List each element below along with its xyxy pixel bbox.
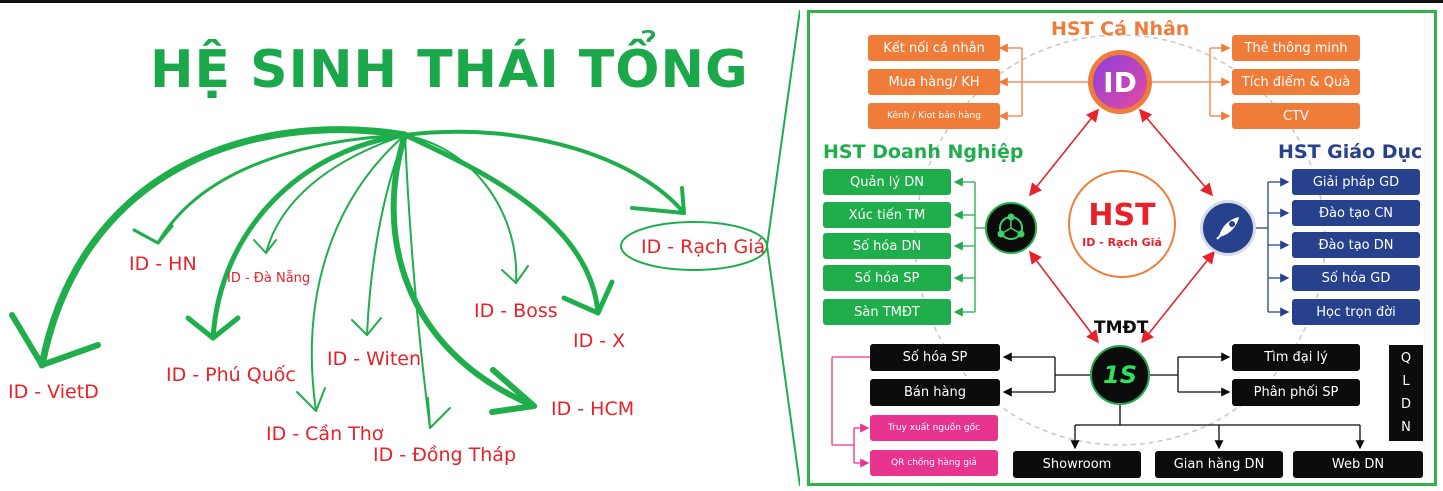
showroom-item: Showroom [1013,451,1141,478]
education-item: Đào tạo DN [1292,232,1420,258]
ecommerce-right-item: Tìm đại lý [1232,344,1360,371]
arrow-witen [366,134,406,336]
store-item: Gian hàng DN [1155,451,1283,478]
business-item: Sàn TMĐT [823,299,951,325]
city-label-dongthap: ID - Đồng Tháp [373,444,517,466]
qldn-letter: L [1402,374,1410,389]
qldn-vertical-label: Q L D N [1389,345,1423,441]
top-border [0,0,1443,3]
qldn-letter: N [1401,420,1411,435]
arrow-dongthap [404,134,431,429]
personal-left-item: Kênh / Kiot bán hàng [868,103,1000,129]
city-label-vietd: ID - VietD [8,381,99,403]
arrowhead-danang [253,239,277,254]
link-id-education [1138,108,1214,197]
center-subtitle: ID - Rạch Giá [1082,235,1162,249]
city-label-phuquoc: ID - Phú Quốc [166,364,296,386]
personal-left-item: Mua hàng/ KH [868,69,1000,95]
anti-counterfeit-item: QR chống hàng giả [870,450,998,476]
arrow-cantho [310,134,406,412]
ecommerce-left-item: Số hóa SP [870,344,1000,371]
arrowhead-phuquoc [185,315,241,341]
personal-right-item: CTV [1232,103,1360,129]
arrowhead-witen [351,317,382,336]
heading-business: HST Doanh Nghiệp [823,141,1024,163]
city-label-boss: ID - Boss [474,300,558,322]
arrow-rachgia [403,129,686,215]
business-item: Số hóa SP [823,265,951,291]
rocket-icon [1200,200,1256,256]
business-item: Xúc tiến TM [823,202,951,228]
ecommerce-left-item: Bán hàng [870,379,1000,406]
education-item: Số hóa GD [1292,265,1420,291]
link-education-tmdt [1141,250,1215,344]
arrowhead-cantho [296,387,326,412]
city-label-hn: ID - HN [129,253,197,275]
personal-left-item: Kết nối cá nhân [868,35,1000,61]
arrow-hn [156,133,407,245]
link-id-business [1029,108,1099,197]
personal-right-item: Tích điểm & Quà [1232,69,1360,95]
zoom-line-top [766,9,800,247]
arrow-danang [265,134,406,254]
arrowhead-x [561,279,615,316]
id-logo-ring: ID [1088,50,1152,114]
arrow-x [402,132,601,316]
personal-right-item: Thẻ thông minh [1232,35,1360,61]
arrowhead-hcm [489,367,537,415]
arrowhead-boss [501,265,529,284]
arrow-vietd [38,126,409,369]
city-label-x: ID - X [573,330,626,352]
arrowhead-dongthap [427,397,451,429]
education-item: Giải pháp GD [1292,169,1420,195]
city-label-cantho: ID - Cần Thơ [266,423,384,445]
traceability-item: Truy xuất nguồn gốc [870,415,998,441]
arrowhead-hn [132,224,174,245]
network-icon [985,202,1037,254]
business-item: Số hóa DN [823,233,951,259]
qldn-letter: Q [1400,351,1412,366]
heading-ecommerce: TMĐT [1094,318,1149,338]
arrowhead-vietd [9,312,101,368]
qldn-letter: D [1400,397,1411,412]
heading-personal: HST Cá Nhân [1051,18,1190,40]
main-title: HỆ SINH THÁI TỔNG [150,40,749,100]
city-label-hcm: ID - HCM [551,398,635,420]
web-item: Web DN [1293,451,1423,478]
zoom-line-bottom [766,245,800,487]
city-label-rachgia: ID - Rạch Giá [641,236,766,258]
onesme-logo: 1S [1090,345,1150,405]
arrow-boss [404,134,518,284]
heading-education: HST Giáo Dục [1278,141,1423,163]
link-business-tmdt [1029,250,1099,344]
id-logo: ID [1093,55,1147,109]
arrow-phuquoc [210,132,408,341]
arrowhead-rachgia [630,186,686,215]
ecommerce-right-item: Phân phối SP [1232,379,1360,406]
business-item: Quản lý DN [823,169,951,195]
center-hub: HST ID - Rạch Giá [1068,170,1176,278]
ecosystem-detail-panel [807,10,1437,486]
city-label-danang: ID - Đà Nẵng [227,271,311,286]
arrow-fan [9,9,800,487]
education-item: Đào tạo CN [1292,200,1420,226]
city-label-witen: ID - Witen [327,348,421,370]
education-item: Học trọn đời [1292,299,1420,325]
center-title: HST [1088,197,1156,233]
arrow-hcm [390,132,537,409]
